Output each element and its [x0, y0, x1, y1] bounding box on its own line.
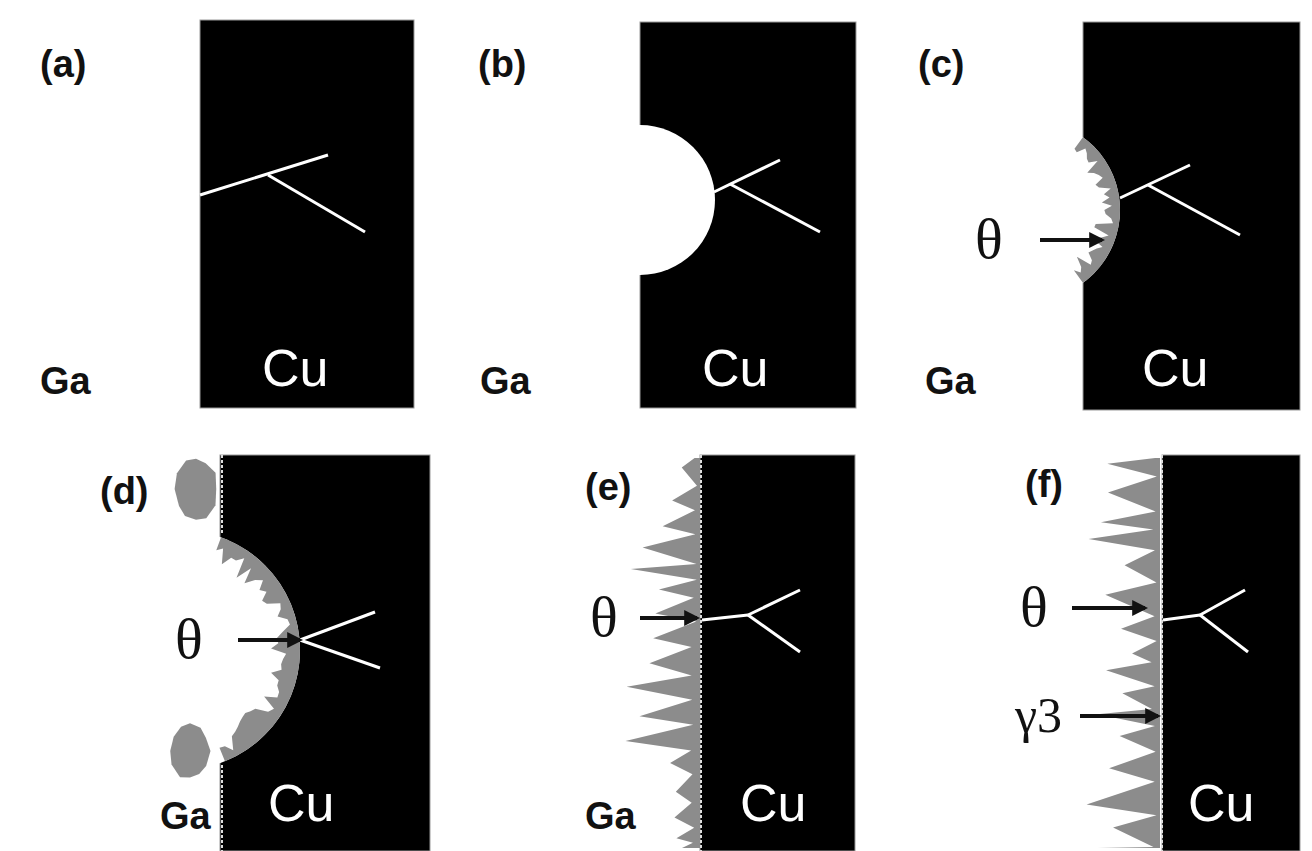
leader-arrow — [1040, 238, 1102, 242]
phase-label: Ga — [480, 362, 531, 400]
panel-label: (c) — [918, 45, 964, 83]
phase-label: γ3 — [1015, 690, 1062, 740]
grain-boundary — [300, 640, 380, 668]
phase-label: Cu — [740, 777, 806, 829]
grain-boundary — [268, 175, 365, 232]
phase-label: Ga — [925, 362, 976, 400]
copper-block — [200, 20, 414, 408]
grain-boundary — [1200, 590, 1245, 615]
leader-arrow — [238, 638, 300, 642]
phase-label: Cu — [262, 342, 328, 394]
grain-boundary — [1120, 165, 1190, 198]
phase-label: Cu — [1142, 342, 1208, 394]
interface-line — [1161, 455, 1163, 851]
panel-label: (b) — [478, 45, 527, 83]
panel-label: (d) — [100, 472, 149, 510]
grain-boundary — [748, 615, 800, 652]
panel-label: (a) — [40, 45, 86, 83]
interface-line — [221, 455, 223, 535]
leader-arrow — [1072, 606, 1145, 610]
copper-block — [1162, 455, 1300, 851]
phase-label: Ga — [585, 797, 636, 835]
phase-label: Cu — [268, 777, 334, 829]
intermetallic-spikes — [625, 458, 700, 848]
phase-label: Cu — [1188, 777, 1254, 829]
interface-line — [700, 455, 702, 851]
panel-label: (e) — [585, 468, 631, 506]
grain-boundary — [200, 155, 328, 195]
detached-intermetallic — [170, 723, 210, 777]
grain-boundary — [1148, 185, 1240, 235]
angle-label: θ — [1020, 578, 1048, 636]
phase-label: Ga — [40, 362, 91, 400]
intermetallic-spikes — [1087, 458, 1160, 848]
angle-label: θ — [590, 588, 618, 646]
phase-label: Cu — [702, 342, 768, 394]
grain-boundary — [748, 590, 800, 615]
angle-label: θ — [175, 610, 203, 668]
grain-boundary — [714, 160, 780, 192]
grain-boundary — [1163, 615, 1200, 620]
dissolution-pit — [565, 125, 715, 275]
leader-arrow — [640, 616, 697, 620]
phase-label: Ga — [160, 797, 211, 835]
grain-boundary — [1200, 615, 1248, 652]
detached-intermetallic — [175, 459, 217, 520]
panel-label: (f) — [1025, 465, 1063, 503]
dissolution-pit — [940, 120, 1120, 300]
leader-arrow — [1080, 714, 1158, 718]
intermetallic-layer — [1074, 137, 1120, 283]
grain-boundary — [730, 184, 820, 232]
angle-label: θ — [975, 210, 1003, 268]
grain-boundary — [300, 612, 375, 640]
interface-line — [221, 765, 223, 851]
copper-block — [700, 455, 855, 851]
grain-boundary — [702, 615, 748, 620]
intermetallic-layer — [216, 537, 300, 761]
